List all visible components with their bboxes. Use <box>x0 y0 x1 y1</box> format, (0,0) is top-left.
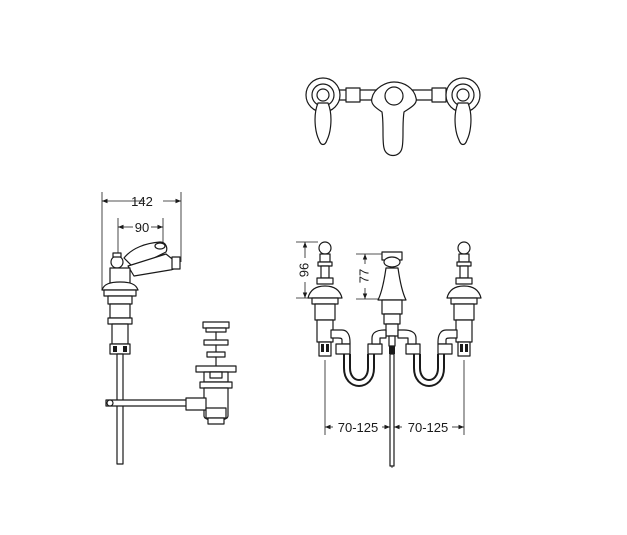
dimension-label-spout-reach: 90 <box>135 220 149 235</box>
top-plan-view <box>305 77 481 157</box>
top-view-left-handle <box>305 77 341 146</box>
dimension-handle-height: 96 <box>296 241 318 299</box>
front-view-right-connecting-pipe <box>397 329 458 387</box>
front-view-left-connecting-pipe <box>330 329 387 387</box>
side-view-body <box>101 267 139 355</box>
side-view-spout <box>123 241 181 277</box>
dimension-label-centres-left: 70-125 <box>338 420 378 435</box>
top-view-right-nut <box>431 87 447 103</box>
top-view-right-handle <box>445 77 481 146</box>
side-view-waste-assembly <box>185 321 237 425</box>
dimension-label-spout-height: 77 <box>356 269 371 283</box>
front-view-right-valve <box>446 241 482 357</box>
dimension-spout-height: 77 <box>356 253 398 300</box>
side-view-popup-rod <box>116 353 124 465</box>
front-view-spout <box>377 251 407 337</box>
top-view-spout <box>371 81 417 157</box>
front-view-left-valve <box>307 241 343 357</box>
dimension-overall-width: 142 <box>101 192 182 290</box>
dimension-label-overall-width: 142 <box>131 194 153 209</box>
side-elevation-view: 142 90 <box>101 192 237 465</box>
top-view-left-nut <box>345 87 361 103</box>
dimension-label-centres-right: 70-125 <box>408 420 448 435</box>
dimension-label-handle-height: 96 <box>296 263 311 277</box>
dimension-tap-centres: 70-125 70-125 <box>324 360 465 468</box>
front-elevation-view: 96 77 <box>296 241 482 468</box>
front-view-popup-rod <box>388 335 396 467</box>
